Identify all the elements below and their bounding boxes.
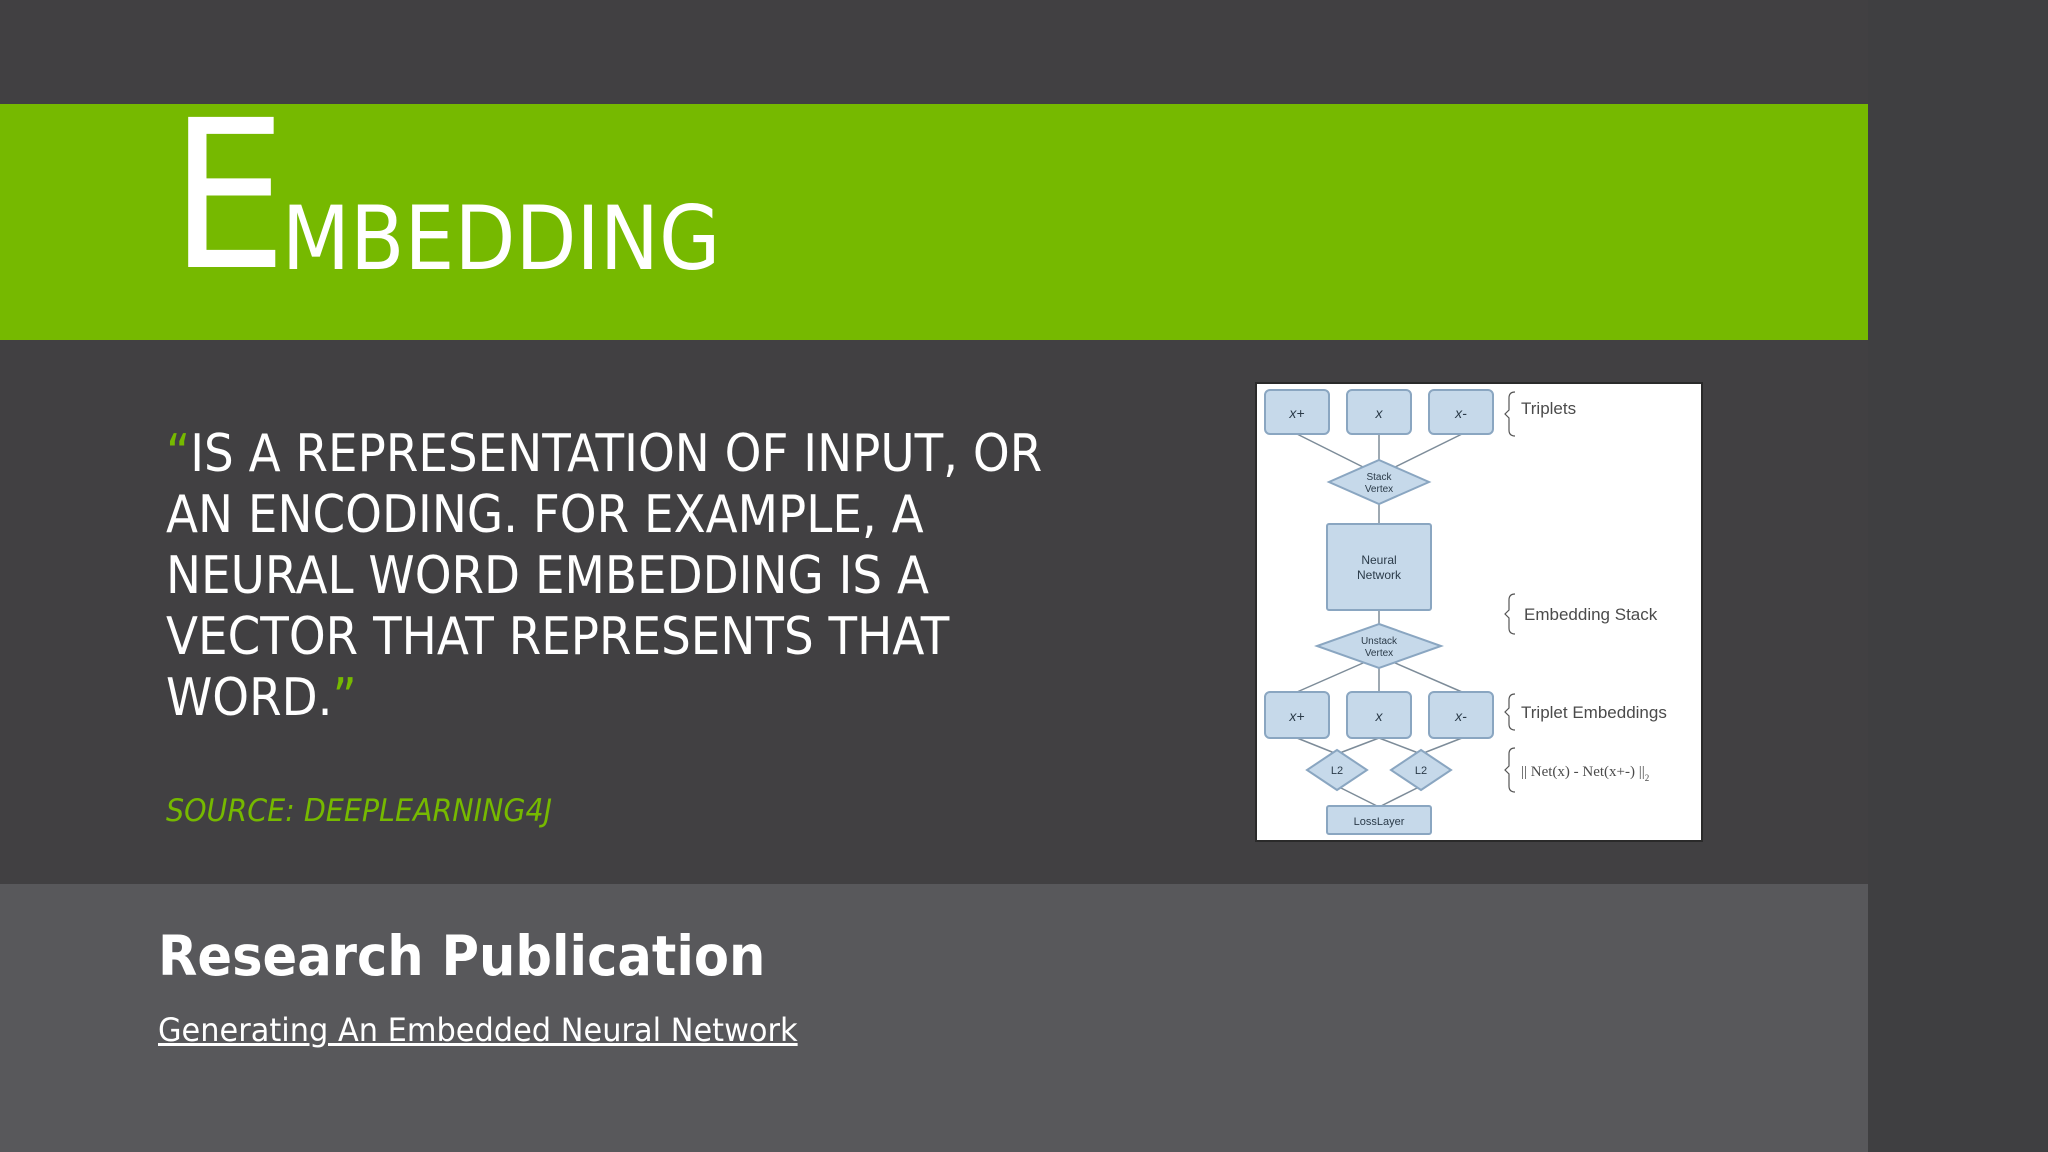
quote-open-mark: “ <box>166 424 191 484</box>
quote-close-mark: ” <box>332 668 357 728</box>
quote-source: SOURCE: DEEPLEARNING4J <box>166 793 553 829</box>
publication-band <box>0 884 1868 1152</box>
triplet-node-x <box>1346 389 1412 435</box>
annotation-triplets: Triplets <box>1521 399 1576 418</box>
stack-vertex-label-1: Stack <box>1366 472 1392 483</box>
embedding-label-x: x <box>1375 708 1384 724</box>
right-margin-strip <box>1868 0 2048 1152</box>
title-band <box>0 104 1868 340</box>
l2-node-right <box>1389 748 1453 792</box>
triplet-label-x-minus: x- <box>1454 405 1467 421</box>
neural-network-label-2: Network <box>1357 568 1402 582</box>
embedding-label-x-minus: x- <box>1454 708 1467 724</box>
triplet-label-x-plus: x+ <box>1288 405 1304 421</box>
unstack-vertex-label-2: Vertex <box>1365 648 1393 659</box>
stack-vertex-node <box>1326 458 1432 506</box>
loss-formula-text: || Net(x) - Net(x+-) || <box>1521 764 1645 780</box>
embedding-node-x <box>1346 691 1412 739</box>
publication-link[interactable]: Generating An Embedded Neural Network <box>158 1011 798 1049</box>
l2-label-right: L2 <box>1415 765 1427 777</box>
neural-network-label-1: Neural <box>1361 553 1396 567</box>
loss-layer-node <box>1326 805 1432 835</box>
loss-layer-label: LossLayer <box>1354 816 1405 828</box>
annotation-triplet-embeddings: Triplet Embeddings <box>1521 703 1667 722</box>
triplet-node-x-minus <box>1428 389 1494 435</box>
annotation-loss-formula: || Net(x) - Net(x+-) ||2 <box>1521 764 1649 783</box>
embedding-label-x-plus: x+ <box>1288 708 1304 724</box>
slide-title: EMBEDDING <box>170 76 721 316</box>
neural-network-node <box>1326 523 1432 611</box>
publication-heading: Research Publication <box>158 924 766 988</box>
loss-formula-subscript: 2 <box>1645 773 1650 783</box>
title-rest: MBEDDING <box>281 187 721 291</box>
title-initial: E <box>170 76 287 316</box>
triplet-node-x-plus <box>1264 389 1330 435</box>
annotation-embedding-stack: Embedding Stack <box>1524 605 1658 624</box>
embedding-node-x-minus <box>1428 691 1494 739</box>
quote-text: “IS A REPRESENTATION OF INPUT, OR AN ENC… <box>166 424 1066 729</box>
l2-node-left <box>1305 748 1369 792</box>
unstack-vertex-node <box>1314 622 1444 670</box>
embedding-node-x-plus <box>1264 691 1330 739</box>
embedding-diagram: x+ x x- Stack Vertex Neural Network Unst… <box>1255 382 1703 842</box>
quote-body: IS A REPRESENTATION OF INPUT, OR AN ENCO… <box>166 424 1043 728</box>
unstack-vertex-label-1: Unstack <box>1361 636 1398 647</box>
triplet-label-x: x <box>1375 405 1384 421</box>
l2-label-left: L2 <box>1331 765 1343 777</box>
stack-vertex-label-2: Vertex <box>1365 484 1393 495</box>
